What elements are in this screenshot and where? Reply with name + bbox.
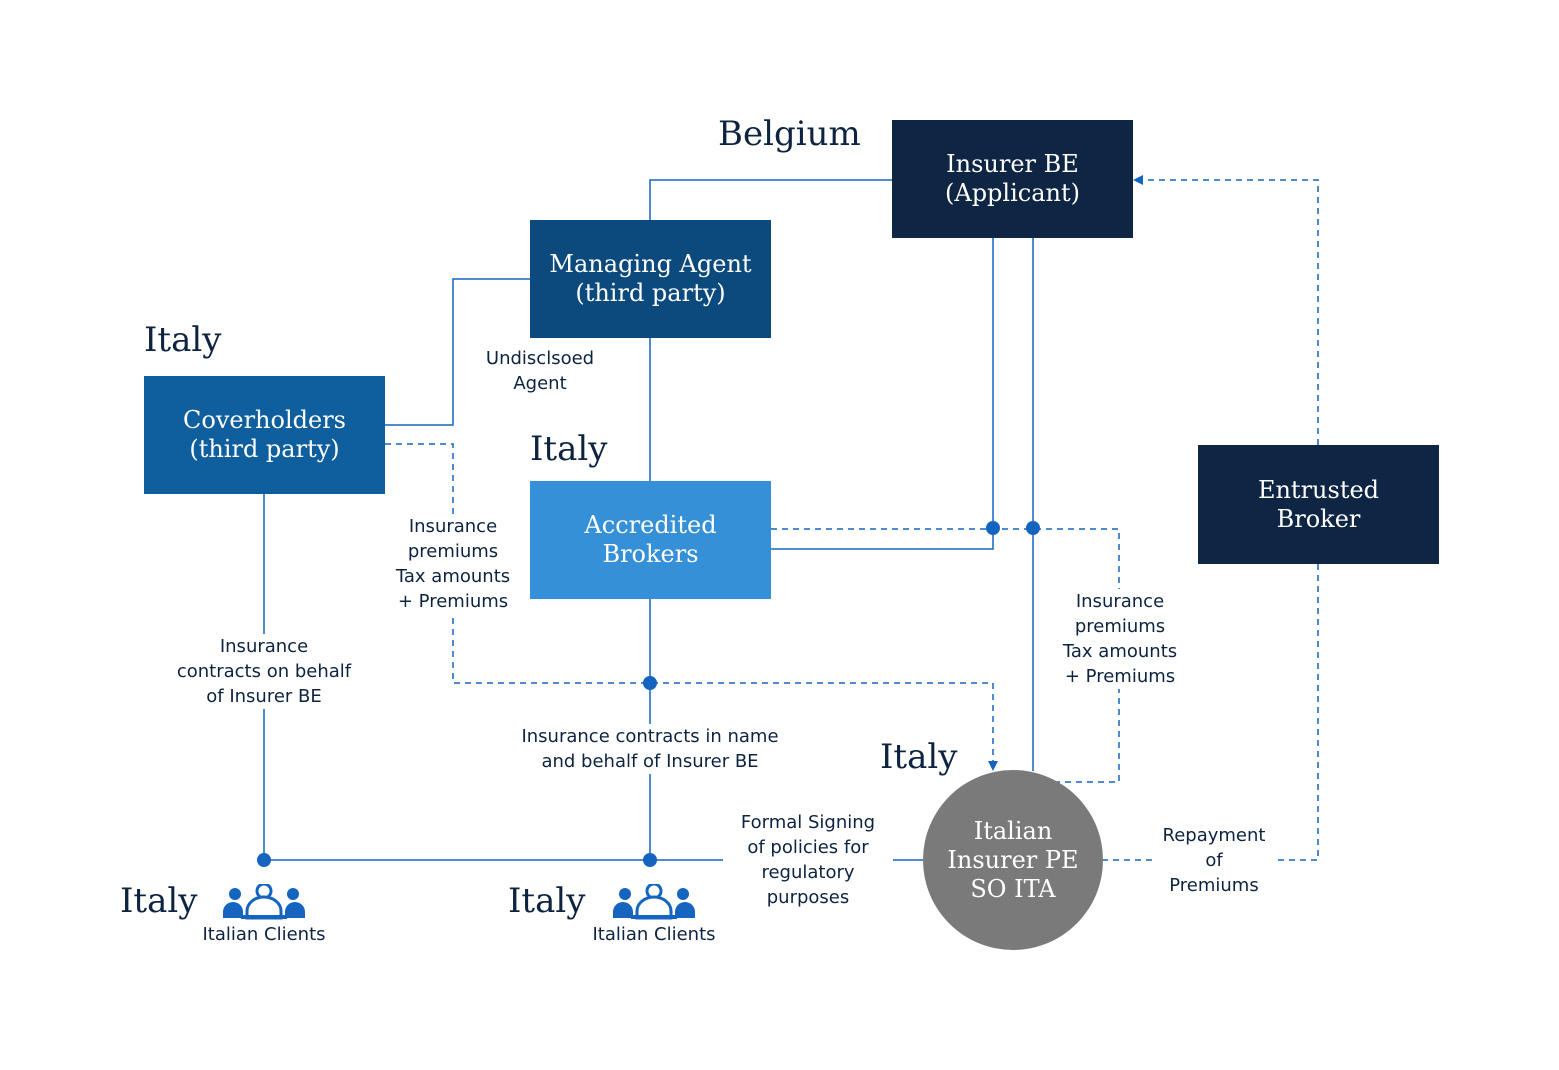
node-managing-agent: Managing Agent (third party) <box>530 220 771 338</box>
node-label: Italian <box>973 816 1053 845</box>
label-line: of <box>1205 850 1223 871</box>
node-label: (third party) <box>575 279 726 307</box>
node-italian-insurer-pe: Italian Insurer PE SO ITA <box>923 770 1103 950</box>
node-label: Accredited <box>584 511 717 539</box>
junction-dot <box>643 676 657 690</box>
label-line: Formal Signing <box>740 812 876 833</box>
label-contracts-in-name: Insurance contracts in name and behalf o… <box>500 724 800 774</box>
label-line: Repayment <box>1162 825 1266 846</box>
label-repayment: Repayment of Premiums <box>1152 823 1276 898</box>
node-label: Entrusted <box>1257 475 1380 504</box>
clients-left: Italian Clients <box>184 884 344 945</box>
label-line: regulatory <box>761 862 855 883</box>
arrowhead-insurer-be <box>1133 175 1143 185</box>
label-line: and behalf of Insurer BE <box>541 751 759 772</box>
label-line: + Premiums <box>1064 666 1176 687</box>
people-group-icon <box>613 884 695 920</box>
label-line: of policies for <box>747 837 869 858</box>
label-line: premiums <box>407 541 499 562</box>
node-label: Managing Agent <box>549 250 752 278</box>
node-label: SO ITA <box>970 874 1056 903</box>
clients-caption: Italian Clients <box>202 924 326 945</box>
label-line: Insurance <box>219 636 309 657</box>
region-label-italy: Italy <box>120 881 198 921</box>
label-line: Tax amounts <box>1062 641 1178 662</box>
label-line: Insurance <box>1075 591 1165 612</box>
region-label-belgium: Belgium <box>718 114 861 154</box>
label-line: contracts on behalf <box>176 661 352 682</box>
node-label: Coverholders <box>183 406 346 434</box>
label-line: Insurance <box>408 516 498 537</box>
junction-dot <box>643 853 657 867</box>
node-label: Insurer BE <box>946 150 1079 178</box>
region-label-italy: Italy <box>508 881 586 921</box>
label-line: Agent <box>513 373 567 394</box>
region-label-italy: Italy <box>144 320 222 360</box>
node-insurer-be: Insurer BE (Applicant) <box>892 120 1133 238</box>
line-coverholders-managing-agent <box>385 278 530 426</box>
junction-dot <box>986 521 1000 535</box>
clients-mid: Italian Clients <box>574 884 734 945</box>
label-line: Insurance contracts in name <box>521 726 779 747</box>
people-group-icon <box>223 884 305 920</box>
label-line: Premiums <box>1169 875 1259 896</box>
junction-dot <box>1026 521 1040 535</box>
label-line: purposes <box>766 887 850 908</box>
dashed-coverholders-premiums <box>385 443 994 762</box>
node-label: Brokers <box>602 540 699 568</box>
line-brokers-insurer <box>771 238 994 550</box>
node-label: (third party) <box>189 435 340 463</box>
junction-dot <box>257 853 271 867</box>
label-premiums-left: Insurance premiums Tax amounts + Premium… <box>386 514 520 614</box>
clients-caption: Italian Clients <box>592 924 716 945</box>
node-label: Insurer PE <box>947 845 1079 874</box>
node-coverholders: Coverholders (third party) <box>144 376 385 494</box>
label-contracts-on-behalf: Insurance contracts on behalf of Insurer… <box>164 634 364 709</box>
label-line: + Premiums <box>397 591 509 612</box>
label-line: Tax amounts <box>395 566 511 587</box>
region-label-italy: Italy <box>530 429 608 469</box>
node-label: (Applicant) <box>945 179 1080 207</box>
label-line: premiums <box>1074 616 1166 637</box>
region-label-italy: Italy <box>880 737 958 777</box>
label-premiums-right: Insurance premiums Tax amounts + Premium… <box>1053 589 1187 689</box>
label-line: Undisclsoed <box>485 348 595 369</box>
arrowhead-italian-pe <box>988 761 998 771</box>
label-line: of Insurer BE <box>206 686 322 707</box>
node-entrusted-broker: Entrusted Broker <box>1198 445 1439 564</box>
label-formal-signing: Formal Signing of policies for regulator… <box>723 810 893 910</box>
line-managing-agent-insurer <box>649 179 893 220</box>
node-label: Broker <box>1276 504 1361 533</box>
node-accredited-brokers: Accredited Brokers <box>530 481 771 599</box>
dashed-entrusted-insurer <box>1142 179 1319 445</box>
label-undisclosed-agent: Undisclsoed Agent <box>478 346 602 396</box>
